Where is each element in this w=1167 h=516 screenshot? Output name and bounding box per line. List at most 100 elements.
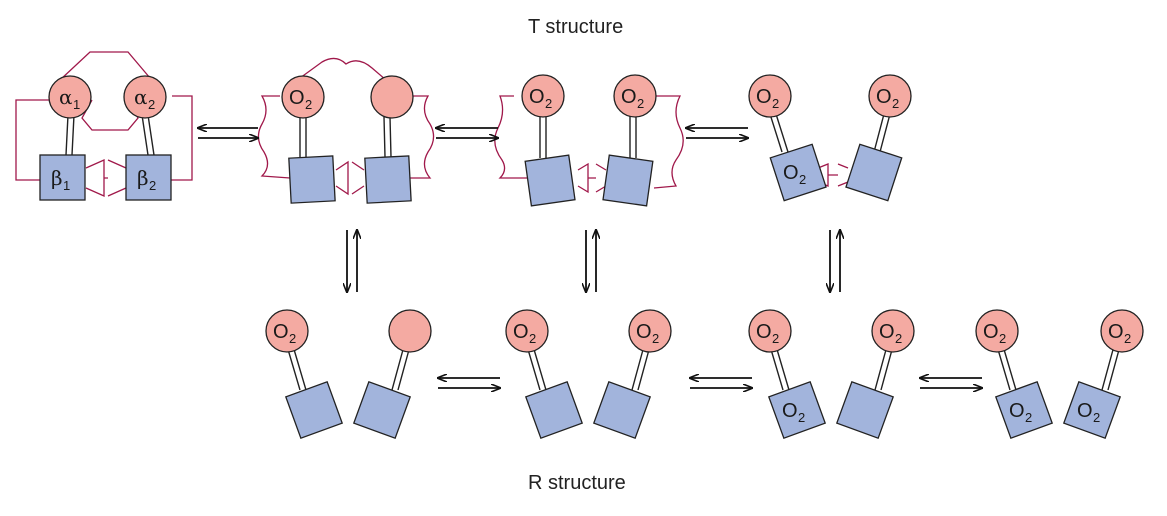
beta-subunit [994,380,1054,440]
svg-text:2: 2 [1025,410,1032,425]
alpha-subunit [281,75,325,119]
svg-text:2: 2 [772,96,779,111]
alpha-subunit [521,74,565,118]
heme-link [629,116,637,158]
o2-label: O [783,162,799,184]
alpha-1-label: α [59,85,73,109]
equilibrium-arrow [347,230,357,292]
alpha-subunit [1100,309,1144,353]
alpha-subunit [265,309,309,353]
beta-2-subunit [125,154,172,201]
r-state-two-o2: O 2 O 2 [505,309,672,440]
o2-label: O [782,400,798,422]
alpha-subunit [388,309,432,353]
alpha-2-subunit [123,75,167,119]
heme-link [141,114,155,156]
beta-subunit [524,380,584,440]
t-state-deoxy: α 1 α 2 β 1 β 2 [15,51,193,201]
heme-link [526,345,547,391]
o2-label: O [1108,321,1124,343]
o2-label: O [756,321,772,343]
heme-link [996,345,1017,391]
beta-subunit [288,155,336,204]
o2-label: O [273,321,289,343]
o2-label: O [879,321,895,343]
svg-text:2: 2 [772,331,779,346]
svg-text:2: 2 [652,331,659,346]
heme-link [383,116,392,158]
salt-bridge [299,57,387,81]
o2-label: O [289,87,305,109]
svg-text:1: 1 [63,178,70,193]
salt-bridge [653,95,684,189]
svg-text:2: 2 [895,331,902,346]
beta-subunit [364,155,412,204]
salt-bridge [15,99,50,181]
svg-text:2: 2 [289,331,296,346]
equilibrium-arrow [438,378,500,388]
svg-text:2: 2 [798,410,805,425]
beta-2-label: β [137,166,149,190]
r-state-three-o2: O 2 O 2 O 2 [748,309,915,440]
svg-text:2: 2 [305,97,312,112]
beta-subunit [284,380,344,440]
heme-link [631,345,651,391]
o2-label: O [1009,400,1025,422]
heme-link [539,116,547,158]
svg-text:2: 2 [1093,410,1100,425]
alpha-subunit [613,74,657,118]
t-state-one-o2: O 2 [257,57,435,204]
salt-bridge [577,162,607,194]
svg-text:2: 2 [799,172,806,187]
salt-bridge [160,95,193,181]
svg-text:2: 2 [545,96,552,111]
beta-subunit [592,380,652,440]
heme-link [874,345,894,391]
equilibrium-arrow [198,128,258,138]
beta-subunit [352,380,412,440]
o2-label: O [756,86,772,108]
heme-link [286,345,307,391]
alpha-subunit [628,309,672,353]
alpha-subunit [975,309,1019,353]
alpha-subunit [370,75,414,119]
o2-label: O [876,86,892,108]
heme-link [65,114,75,156]
o2-label: O [513,321,529,343]
heme-link [299,117,307,157]
beta-subunit [602,154,654,207]
equilibrium-arrow [586,230,596,292]
alpha-subunit [505,309,549,353]
heme-link [769,345,790,391]
svg-text:2: 2 [999,331,1006,346]
t-state-three-o2: O 2 O 2 O 2 [748,74,912,202]
svg-text:2: 2 [149,178,156,193]
heme-link [873,113,891,153]
heme-link [391,345,411,391]
alpha-1-subunit [48,75,92,119]
beta-subunit [769,143,827,202]
alpha-subunit [748,309,792,353]
svg-text:1: 1 [73,97,80,112]
svg-text:2: 2 [148,97,155,112]
alpha-2-label: α [134,85,148,109]
beta-subunit [845,143,903,202]
equilibrium-arrow [686,128,748,138]
salt-bridge [494,95,528,179]
salt-bridge [408,95,435,179]
r-state-four-o2: O 2 O 2 O 2 O 2 [975,309,1144,440]
alpha-subunit [868,74,912,118]
o2-label: O [1077,400,1093,422]
o2-label: O [636,321,652,343]
salt-bridge [59,51,151,81]
r-state-one-o2: O 2 [265,309,432,440]
t-structure-title: T structure [528,16,624,38]
salt-bridge [817,163,849,187]
svg-text:2: 2 [637,96,644,111]
heme-link [769,113,789,153]
beta-1-subunit [39,154,86,201]
beta-subunit [1062,380,1122,440]
beta-1-label: β [51,166,63,190]
equilibrium-arrow [920,378,982,388]
